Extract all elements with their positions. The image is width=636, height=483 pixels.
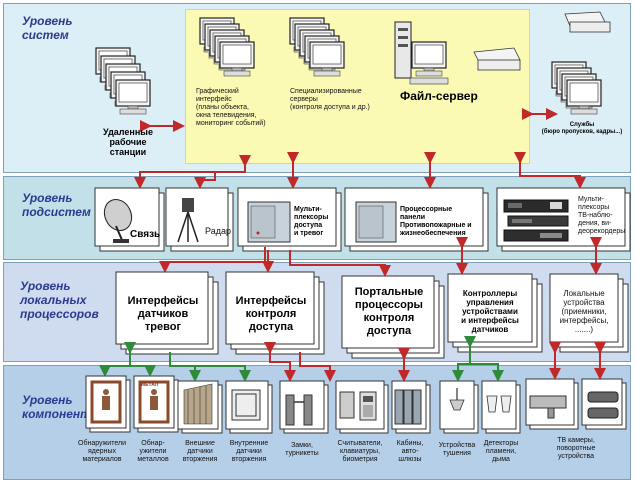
graphic-interface-label: Графический интерфейс (планы объекта, ок… <box>196 88 266 127</box>
remote-workstations-label: Удаленные рабочие станции <box>103 127 153 157</box>
controllers-label: Контроллеры управления устройствами и ин… <box>461 289 519 334</box>
component-label-metal: Обнар- ужители металлов <box>137 440 169 463</box>
component-label-external: Внешние датчики вторжения <box>182 440 218 463</box>
radar-label: Радар <box>205 226 231 236</box>
local-devices-label: Локальные устройства (приемники, интерфе… <box>559 289 609 334</box>
component-label-nuclear: Обнаружители ядерных материалов <box>78 440 126 463</box>
turnstile-icon <box>285 394 313 426</box>
components-level-title: Уровень компонент <box>22 393 91 421</box>
component-label-extinguishing: Устройства тушения <box>438 442 476 457</box>
subsystems-level-title: Уровень подсистем <box>22 191 91 219</box>
services-label: Службы (бюро пропусков, кадры...) <box>541 122 623 135</box>
tv-camera-icon <box>529 391 619 419</box>
remote-workstation-icon <box>95 47 151 115</box>
nuclear-detector-icon <box>90 380 122 424</box>
extinguisher-icon <box>449 388 465 411</box>
file-server-icon <box>394 21 449 85</box>
satellite-dish-icon <box>103 198 133 243</box>
smoke-detector-icon <box>486 395 512 413</box>
metal-detector-sign: МЕТАЛ <box>141 382 159 388</box>
tv-multiplexers-label: Мульти- плексоры ТВ-наблю- дения, ви- де… <box>578 196 626 235</box>
component-label-cabins: Кабины, авто- шлюзы <box>396 440 424 463</box>
sensor-arrows <box>99 336 504 382</box>
metal-detector-icon <box>138 380 170 424</box>
servers-label: Специализированные серверы (контроля дос… <box>290 88 370 111</box>
tv-recorder-icon <box>503 199 569 242</box>
component-label-locks: Замки, турникеты <box>285 442 319 457</box>
processor-boxes <box>115 271 629 359</box>
processors-level-title: Уровень локальных процессоров <box>20 279 99 321</box>
servers-icon <box>289 17 345 77</box>
internal-intrusion-sensor-icon <box>231 389 261 421</box>
component-label-cameras: ТВ камеры, поворотные устройства <box>556 437 596 460</box>
connection-arrows <box>134 108 606 382</box>
component-label-internal: Внутренние датчики вторжения <box>229 440 269 463</box>
component-label-readers: Считыватели, клавиатуры, биометрия <box>337 440 383 463</box>
graphic-interface-icon <box>199 17 255 77</box>
alarm-interfaces-label: Интерфейсы датчиков тревог <box>127 295 199 333</box>
processor-panel-icon <box>355 201 397 243</box>
multiplexers-label: Мульти- плексоры доступа и тревог <box>294 206 329 237</box>
cabin-icon <box>394 389 422 425</box>
file-server-label: Файл-сервер <box>400 89 478 103</box>
access-interfaces-label: Интерфейсы контроля доступа <box>235 295 307 333</box>
portal-processors-label: Портальные процессоры контроля доступа <box>354 286 424 337</box>
services-workstation-icon <box>551 61 602 115</box>
radar-icon <box>177 198 199 243</box>
multiplexer-cabinet-icon <box>247 201 291 243</box>
processor-panels-label: Процессорные панели Противопожарные и жи… <box>400 206 472 237</box>
printer-icon <box>473 11 611 71</box>
reader-keypad-icon <box>339 391 377 421</box>
systems-level-title: Уровень систем <box>22 14 73 42</box>
external-intrusion-sensor-icon <box>183 383 213 425</box>
comm-label: Связь <box>130 229 161 240</box>
component-label-detectors: Детекторы пламени, дыма <box>483 440 519 463</box>
